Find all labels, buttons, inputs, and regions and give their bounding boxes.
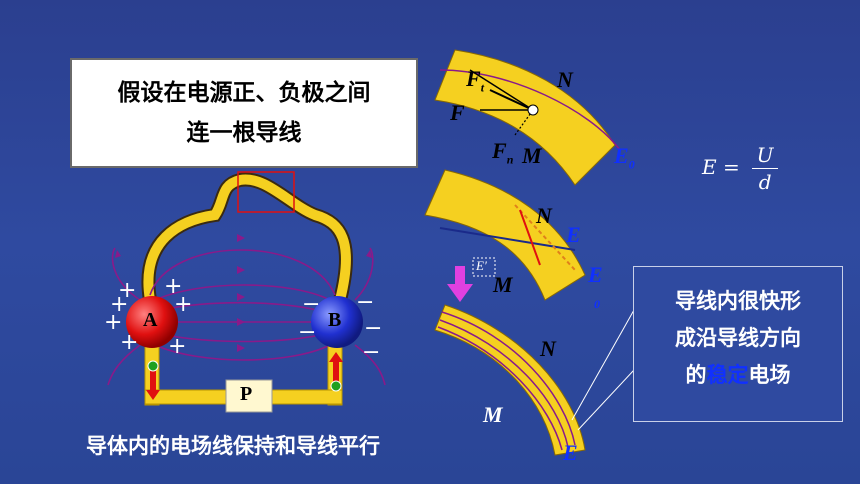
e-label-2: E: [566, 222, 581, 247]
p-box: [225, 379, 273, 413]
m-label-1: M: [522, 143, 542, 168]
n-label-2: N: [536, 203, 552, 228]
sphere-b: [311, 296, 363, 348]
ft-label: Ft: [466, 66, 485, 95]
p-label: P: [240, 383, 253, 405]
highlight-box: [237, 171, 295, 213]
eprime-label: E′: [476, 258, 487, 273]
note-line-2: 成沿导线方向: [675, 326, 801, 350]
bottom-caption: 导体内的电场线保持和导线平行: [86, 434, 380, 458]
n-label-1: N: [557, 67, 573, 92]
fn-label: Fn: [492, 138, 514, 167]
note-line-1: 导线内很快形: [675, 289, 801, 313]
stable-field-note: 导线内很快形 成沿导线方向 的稳定电场: [633, 266, 843, 422]
callout-line-2: 连一根导线: [186, 120, 302, 146]
conductor-2: [424, 169, 586, 301]
sphere-b-label: B: [328, 309, 342, 331]
n-label-3: N: [540, 336, 556, 361]
note-line-3: 的稳定电场: [685, 363, 791, 387]
sphere-a: [126, 296, 178, 348]
e-label-3: E: [563, 440, 578, 465]
field-lines: [107, 247, 386, 386]
conductor-1: [434, 49, 616, 186]
hypothesis-callout: 假设在电源正、负极之间 连一根导线: [70, 58, 418, 168]
m-label-2: M: [493, 272, 513, 297]
f-label: F: [450, 100, 465, 125]
m-label-3: M: [483, 402, 503, 427]
field-formula: E = U d: [702, 142, 779, 195]
sphere-a-label: A: [143, 309, 158, 331]
e0-label-1: E0: [614, 143, 635, 172]
callout-line-1: 假设在电源正、负极之间: [117, 80, 371, 106]
